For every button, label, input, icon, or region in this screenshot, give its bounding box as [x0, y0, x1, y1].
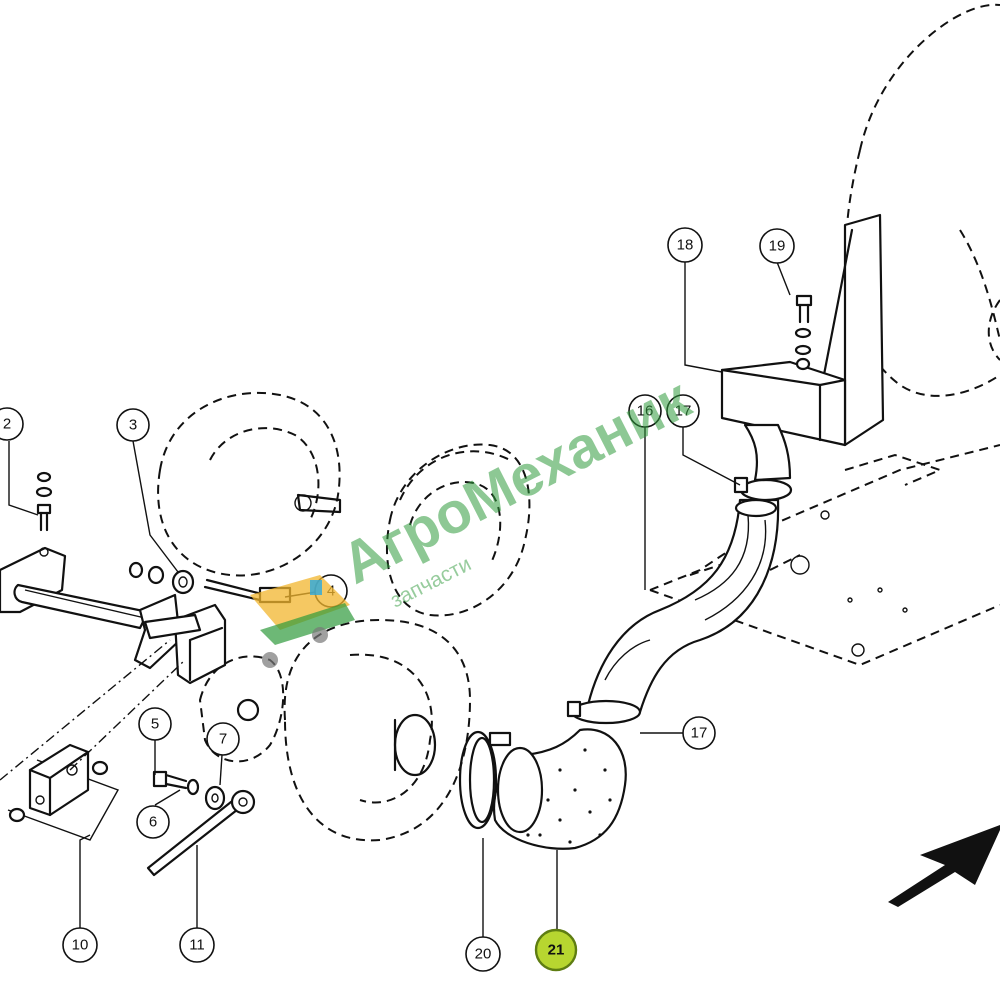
clamp-ring-20 — [458, 730, 512, 830]
callout-21-label: 21 — [548, 942, 565, 959]
callout-16[interactable]: 16 — [628, 394, 662, 428]
callout-19-label: 19 — [769, 238, 786, 255]
callout-11-label: 11 — [189, 937, 205, 954]
callout-18[interactable]: 18 — [667, 227, 703, 263]
callout-5[interactable]: 5 — [138, 707, 172, 741]
callout-10-label: 10 — [72, 937, 89, 954]
callout-7-label: 7 — [219, 731, 227, 748]
washer-3 — [128, 561, 195, 595]
callout-19[interactable]: 19 — [759, 228, 795, 264]
pulley-middle — [386, 443, 531, 617]
bolt-5 — [152, 770, 188, 790]
callout-5-label: 5 — [151, 716, 159, 733]
callout-18-label: 18 — [677, 237, 694, 254]
callout-3-label: 3 — [129, 417, 137, 434]
callout-17-lower[interactable]: 17 — [682, 716, 716, 750]
callout-17-upper[interactable]: 17 — [666, 394, 700, 428]
pulley-upper — [157, 391, 342, 577]
callout-20-label: 20 — [475, 946, 492, 963]
bolt-2 — [35, 471, 53, 532]
callout-20[interactable]: 20 — [465, 936, 501, 972]
rubber-elbow-21 — [492, 728, 627, 850]
hose-clamp-17-lower — [566, 699, 642, 725]
callout-17-upper-label: 17 — [675, 403, 692, 420]
adjusting-rod-11 — [146, 789, 256, 877]
hose-16 — [586, 423, 792, 714]
leader-lines — [0, 261, 791, 940]
callout-17-lower-label: 17 — [691, 725, 708, 742]
callout-21[interactable]: 21 — [534, 928, 578, 972]
watermark-logo-icon — [250, 575, 355, 668]
bolt-19 — [794, 294, 813, 371]
callout-10[interactable]: 10 — [62, 927, 98, 963]
block-10 — [7, 743, 120, 841]
callout-6-label: 6 — [149, 814, 157, 831]
hose-clamp-17-upper — [733, 476, 793, 518]
callout-6[interactable]: 6 — [136, 805, 170, 839]
tensioner-bracket — [133, 593, 227, 685]
washer-7 — [204, 785, 226, 811]
washer-6 — [186, 778, 200, 796]
pulley-lower — [198, 655, 285, 763]
watermark-brand: АгроМеханик — [331, 365, 701, 596]
callout-16-label: 16 — [637, 403, 654, 420]
callout-2-label: 2 — [3, 416, 11, 433]
blower-housing — [283, 618, 472, 842]
shaft — [13, 583, 150, 630]
watermark: АгроМеханик запчасти — [250, 365, 701, 668]
bracket-18 — [720, 213, 885, 447]
direction-arrow — [888, 825, 1000, 907]
callout-7[interactable]: 7 — [206, 722, 240, 756]
callout-2[interactable]: 2 — [0, 407, 24, 441]
callout-11[interactable]: 11 — [179, 927, 215, 963]
callout-3[interactable]: 3 — [116, 408, 150, 442]
